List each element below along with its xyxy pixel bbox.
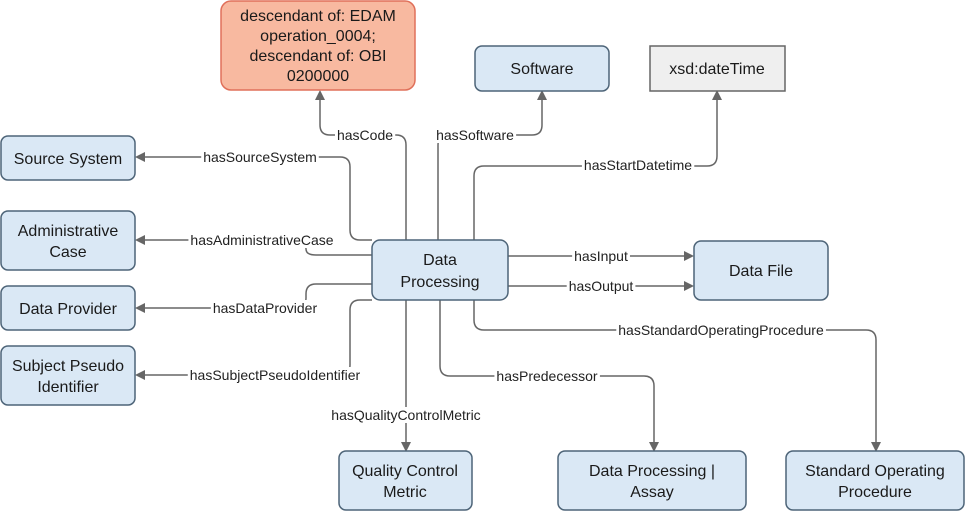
svg-text:Case: Case <box>49 244 86 261</box>
edge-label-has-start-datetime: hasStartDatetime <box>584 157 692 173</box>
svg-text:Processing: Processing <box>400 274 479 291</box>
edge-has-code <box>315 90 407 240</box>
svg-text:Identifier: Identifier <box>37 379 99 396</box>
edge-label-background <box>572 248 630 264</box>
svg-text:Data Processing |: Data Processing | <box>589 463 715 480</box>
node-data-processing-assay: Data Processing | Assay <box>557 450 747 511</box>
edge-label-has-subject-pseudo-identifier: hasSubjectPseudoIdentifier <box>190 367 361 383</box>
svg-text:xsd:dateTime: xsd:dateTime <box>669 61 765 78</box>
svg-text:Administrative: Administrative <box>18 223 119 240</box>
node-subject-pseudo-identifier: Subject Pseudo Identifier <box>0 345 136 406</box>
edge-label-background <box>210 300 320 316</box>
svg-text:Assay: Assay <box>630 484 674 501</box>
edge-label-has-output: hasOutput <box>569 278 634 294</box>
edge-label-has-code: hasCode <box>337 127 393 143</box>
edge-label-has-software: hasSoftware <box>436 127 514 143</box>
svg-text:Data: Data <box>423 252 457 269</box>
edge-label-has-source-system: hasSourceSystem <box>203 149 317 165</box>
node-software: Software <box>474 45 610 92</box>
edge-label-background <box>334 127 396 143</box>
svg-text:Software: Software <box>510 61 573 78</box>
edge-label-background <box>616 322 826 338</box>
node-data-file: Data File <box>693 240 829 301</box>
edge-label-has-predecessor: hasPredecessor <box>496 368 598 384</box>
edge-label-has-input: hasInput <box>574 248 628 264</box>
svg-text:operation_0004;: operation_0004; <box>260 28 376 45</box>
edge-has-source-system <box>135 152 372 241</box>
svg-text:Subject Pseudo: Subject Pseudo <box>12 358 124 375</box>
edge-label-background <box>581 157 695 173</box>
edge-label-background <box>187 367 363 383</box>
node-data-processing: Data Processing <box>371 239 509 301</box>
svg-text:descendant of: OBI: descendant of: OBI <box>250 48 387 65</box>
svg-text:Quality Control: Quality Control <box>352 463 458 480</box>
edge-label-background <box>329 407 483 423</box>
svg-text:Procedure: Procedure <box>838 484 912 501</box>
edge-label-background <box>201 149 319 165</box>
edge-label-has-quality-control-metric: hasQualityControlMetric <box>331 407 480 423</box>
svg-text:Metric: Metric <box>383 484 427 501</box>
svg-text:Data Provider: Data Provider <box>19 301 117 318</box>
node-standard-operating-procedure: Standard Operating Procedure <box>785 450 965 511</box>
svg-text:Source System: Source System <box>14 151 122 168</box>
svg-text:Data File: Data File <box>729 263 793 280</box>
edge-label-has-standard-operating-procedure: hasStandardOperatingProcedure <box>618 322 824 338</box>
edge-label-has-administrative-case: hasAdministrativeCase <box>190 232 333 248</box>
edge-label-background <box>494 368 600 384</box>
node-administrative-case: Administrative Case <box>0 210 136 271</box>
edge-label-background <box>188 232 336 248</box>
svg-text:0200000: 0200000 <box>287 68 349 85</box>
svg-text:descendant of: EDAM: descendant of: EDAM <box>240 8 396 25</box>
svg-text:Standard Operating: Standard Operating <box>805 463 945 480</box>
edge-label-has-data-provider: hasDataProvider <box>213 300 318 316</box>
node-source-system: Source System <box>0 135 136 181</box>
node-datetime-literal: xsd:dateTime <box>649 45 786 92</box>
edge-label-background <box>434 127 517 143</box>
node-data-provider: Data Provider <box>0 285 136 331</box>
node-quality-control-metric: Quality Control Metric <box>338 450 473 511</box>
edge-label-background <box>566 278 636 294</box>
node-code-descriptor: descendant of: EDAM operation_0004; desc… <box>220 0 416 91</box>
